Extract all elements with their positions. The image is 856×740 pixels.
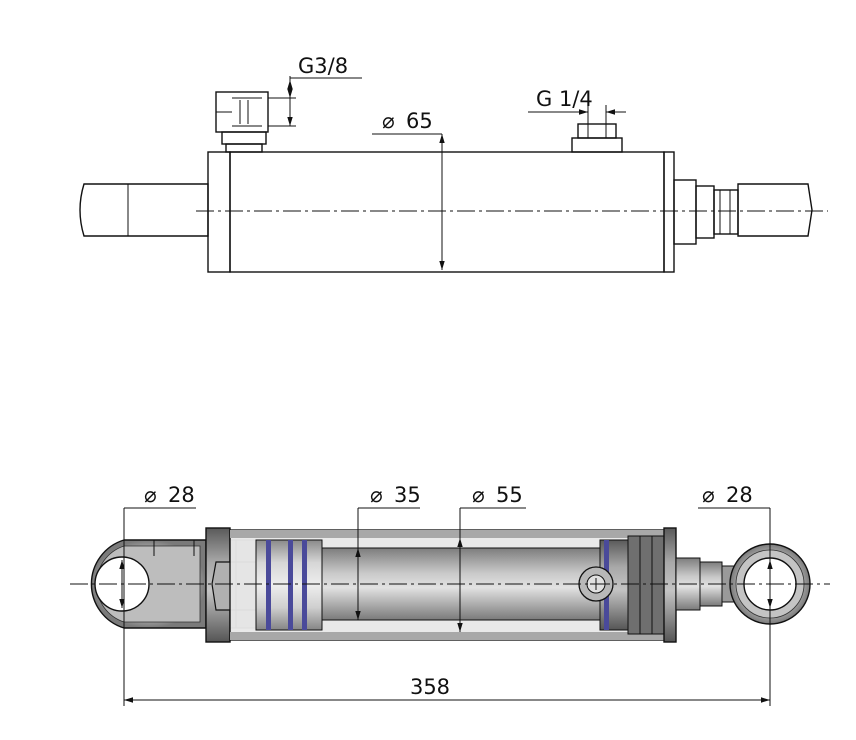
front-rod-collar <box>713 189 739 235</box>
diameter-symbol-icon: ⌀ <box>370 483 383 507</box>
dim-bore: ⌀ 65 <box>372 109 445 270</box>
piston-label: 55 <box>496 483 523 507</box>
rear-end-cap <box>207 151 231 273</box>
front-end-cap-section <box>663 527 677 643</box>
barrel-tube <box>229 151 665 273</box>
dim-port-front: G 1/4 <box>528 87 626 124</box>
dim-rear-eye: ⌀ 28 <box>119 483 196 706</box>
port-front-label: G 1/4 <box>536 87 593 111</box>
rear-clevis-outline <box>79 183 209 237</box>
front-eye-label: 28 <box>726 483 753 507</box>
port-rear-label: G3/8 <box>298 54 348 78</box>
rod-label: 35 <box>394 483 421 507</box>
rear-eye-label: 28 <box>168 483 195 507</box>
overall-length-label: 358 <box>410 675 450 699</box>
diameter-symbol-icon: ⌀ <box>382 109 395 133</box>
dim-overall-length: 358 <box>124 675 770 703</box>
bottom-view: ⌀ 28 ⌀ 35 ⌀ 55 ⌀ 28 <box>70 483 830 706</box>
front-nut <box>673 179 697 245</box>
diameter-symbol-icon: ⌀ <box>472 483 485 507</box>
front-port-fitting <box>571 123 623 153</box>
dim-port-rear: G3/8 <box>268 54 362 127</box>
dim-front-eye: ⌀ 28 <box>698 483 773 706</box>
diameter-symbol-icon: ⌀ <box>144 483 157 507</box>
rear-port-fitting <box>215 91 269 153</box>
dim-piston: ⌀ 55 <box>457 483 526 632</box>
piston-seal-3 <box>302 540 307 630</box>
front-gland <box>663 151 675 273</box>
diameter-symbol-icon: ⌀ <box>702 483 715 507</box>
piston-seal-1 <box>266 540 271 630</box>
front-rod-eye-block <box>737 183 813 237</box>
front-rod-neck <box>695 185 715 239</box>
bore-label: 65 <box>406 109 433 133</box>
top-view: G3/8 G 1/4 ⌀ 65 <box>79 54 828 273</box>
piston-seal-2 <box>288 540 293 630</box>
dim-rod: ⌀ 35 <box>355 483 421 620</box>
